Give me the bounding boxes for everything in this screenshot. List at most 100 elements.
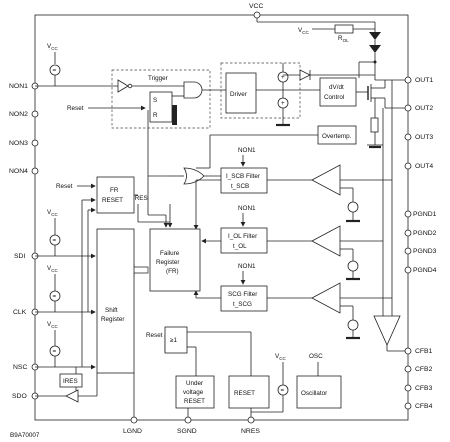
dvdt-label-1: dV/dt — [329, 84, 344, 91]
fr-label-1: FR — [110, 187, 119, 194]
pin-label: SGND — [177, 428, 197, 435]
vcc-top-label: VCC — [298, 27, 309, 35]
pin-non4 — [31, 167, 39, 175]
or-gate-icon — [183, 167, 205, 185]
driver-label: Driver — [230, 91, 247, 98]
reset-label: Reset — [67, 105, 84, 112]
pin-label: NSC — [13, 364, 27, 371]
iscb-label-2: t_SCB — [231, 183, 249, 190]
uv-label-3: RESET — [184, 398, 205, 405]
ires-box-label: IRES — [63, 378, 78, 385]
chip-outline — [34, 14, 409, 421]
driver-group — [220, 62, 301, 119]
iol-label-1: I_OL Filter — [228, 233, 257, 240]
pin-label: LGND — [123, 428, 142, 435]
pin-label: SDI — [14, 253, 25, 260]
pin-nres — [247, 416, 255, 424]
non1-label-1: NON1 — [238, 147, 256, 154]
diode-top-2 — [369, 45, 381, 53]
vcc-label: VCC — [47, 43, 58, 51]
ref-source-scb-icon — [347, 201, 359, 213]
pin-label: PGND4 — [413, 267, 437, 274]
oscillator-block — [296, 375, 342, 409]
dvdt-label-2: Control — [324, 94, 344, 101]
scg-filter-block — [220, 285, 268, 312]
pin-label: CFB2 — [415, 366, 433, 373]
uv-label-1: Under — [186, 380, 203, 387]
failure-label-3: (FR) — [166, 268, 179, 275]
fr-reset-input-label: Reset — [56, 183, 73, 190]
svg-text:=: = — [281, 387, 285, 394]
pin-label: CFB3 — [415, 385, 433, 392]
rol-label: ROL — [338, 35, 349, 43]
ires-block — [59, 373, 83, 388]
driver-block — [225, 72, 257, 114]
pin-label: SDO — [12, 393, 27, 400]
pin-label: OUT2 — [415, 105, 433, 112]
iscb-label-1: I_SCB Filter — [226, 173, 260, 180]
resistor-rol — [334, 24, 354, 34]
right-pins: OUT1 OUT2 OUT3 OUT4 PGND1 PGND2 PGND3 PG… — [404, 76, 437, 410]
reset-block — [228, 375, 270, 409]
pin-label: OUT3 — [415, 134, 433, 141]
pin-sgnd — [184, 416, 192, 424]
fr-reset-block — [96, 176, 135, 214]
pin-cfb3 — [404, 384, 412, 392]
ref-source-scg-icon — [347, 319, 359, 331]
sense-resistor — [370, 117, 379, 133]
input-buffer-icon — [117, 79, 129, 93]
vcc-clk-label: VCC — [47, 265, 58, 273]
pin-cfb1 — [404, 347, 412, 355]
pin-out3 — [404, 133, 412, 141]
pin-label: PGND3 — [413, 248, 437, 255]
pin-label: CFB4 — [415, 403, 433, 410]
svg-text:=: = — [53, 293, 57, 300]
iscb-filter-block — [220, 167, 268, 194]
fr-label-2: RESET — [102, 197, 123, 204]
shift-label-2: Register — [101, 316, 124, 323]
pin-label: NRES — [241, 428, 260, 435]
figure-id: B9A70007 — [10, 432, 40, 439]
pin-out2 — [404, 104, 412, 112]
iol-filter-block — [220, 227, 268, 254]
ires-label: IRES — [133, 195, 148, 202]
pin-out1 — [404, 76, 412, 84]
trigger-group — [111, 69, 211, 129]
pin-pgnd3 — [404, 247, 412, 255]
non1-label-3: NON1 — [238, 263, 256, 270]
diode-top-1 — [369, 32, 381, 40]
pin-cfb4 — [404, 402, 412, 410]
or-reset-block — [164, 326, 188, 354]
overtemp-label: Overtemp. — [322, 133, 352, 140]
shift-register-block — [96, 228, 135, 374]
failure-label-2: Register — [156, 259, 179, 266]
osc-label: OSC — [309, 353, 323, 360]
pin-out4 — [404, 162, 412, 170]
pin-label: CFB1 — [415, 348, 433, 355]
ge1-reset-label: Reset — [146, 332, 163, 339]
svg-text:=: = — [53, 237, 57, 244]
uv-label-2: voltage — [183, 389, 204, 396]
pin-vcc — [253, 11, 261, 19]
pin-label: OUT4 — [415, 163, 433, 170]
pin-pgnd2 — [404, 229, 412, 237]
ge1-label: ≥1 — [170, 337, 177, 344]
pin-cfb2 — [404, 365, 412, 373]
svg-text:=: = — [53, 67, 57, 74]
left-pins: NON1 NON2 NON3 NON4 SDI CLK NSC SDO — [9, 82, 39, 400]
pin-label: NON3 — [9, 140, 28, 147]
vcc-sdi-label: VCC — [47, 209, 58, 217]
iol-label-2: t_OL — [233, 243, 247, 250]
latch-s: S — [153, 97, 157, 104]
dvdt-control-block — [319, 77, 357, 107]
latch-r: R — [153, 112, 158, 119]
scg-label-2: t_SCG — [233, 301, 252, 308]
non1-label-2: NON1 — [238, 205, 256, 212]
pin-label: PGND2 — [413, 230, 437, 237]
oscillator-label: Oscillator — [301, 390, 327, 397]
trigger-label: Trigger — [148, 75, 168, 82]
ref-source-ol-icon — [347, 260, 359, 272]
and-gate-icon — [183, 81, 203, 99]
svg-text:=: = — [53, 348, 57, 355]
